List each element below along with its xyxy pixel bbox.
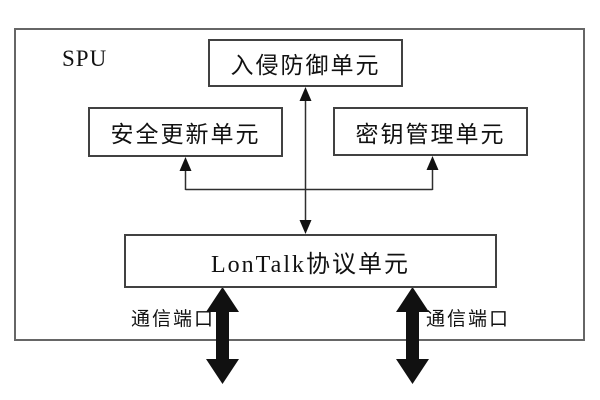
spu-label: SPU <box>62 46 108 71</box>
comm-port-label-left: 通信端口 <box>131 309 216 330</box>
comm-port-right-double-arrow-icon <box>396 287 429 384</box>
key-management-unit-label: 密钥管理单元 <box>355 121 506 147</box>
intrusion-prevention-unit-label: 入侵防御单元 <box>230 53 381 78</box>
security-update-unit-box: 安全更新单元 <box>88 107 283 157</box>
lontalk-protocol-unit-box: LonTalk协议单元 <box>124 234 497 288</box>
security-update-unit-label: 安全更新单元 <box>110 122 261 147</box>
intrusion-prevention-unit-box: 入侵防御单元 <box>208 39 403 87</box>
key-management-unit-box: 密钥管理单元 <box>333 107 528 156</box>
comm-port-left-double-arrow-icon <box>206 287 239 384</box>
branch-connector-arrows-icon <box>179 156 439 191</box>
lontalk-protocol-unit-label: LonTalk协议单元 <box>211 251 410 278</box>
comm-port-label-right: 通信端口 <box>426 309 511 330</box>
vertical-bidirectional-arrow-icon <box>299 87 312 234</box>
